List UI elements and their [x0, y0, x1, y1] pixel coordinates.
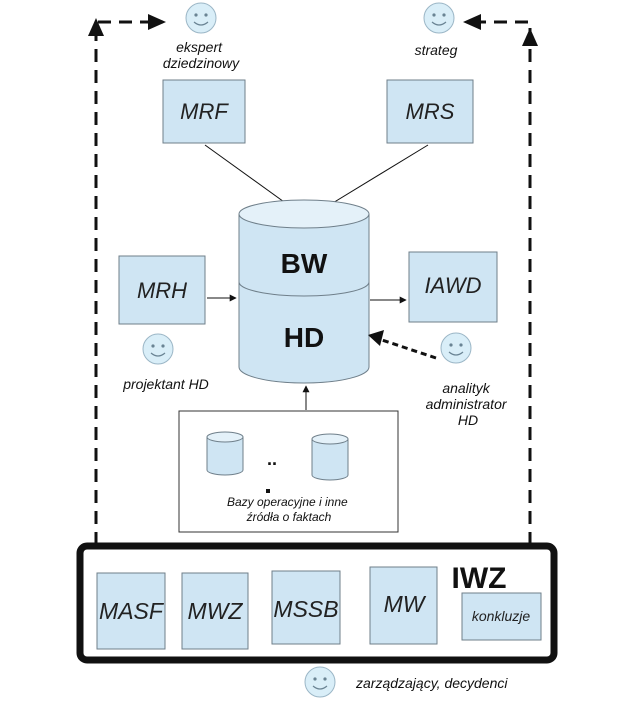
mwz-module-box [181, 572, 249, 650]
strateg-role-label: strateg [415, 42, 458, 58]
sources-dot [266, 489, 270, 493]
zarzadzajacy-role-label: zarządzający, decydenci [355, 675, 508, 691]
warehouse-bw-label: BW [281, 248, 328, 279]
sources-caption: Bazy operacyjne i inne źródła o faktach [227, 495, 351, 524]
analityk-smiley-icon [440, 332, 472, 364]
konkluzje-label: konkluzje [472, 608, 531, 624]
source-database-icon-1 [206, 431, 244, 476]
projektant-role-label: projektant HD [122, 376, 209, 392]
left-feedback-loop [94, 20, 163, 545]
right-loop-arrow-left [463, 14, 481, 30]
iawd-label: IAWD [424, 273, 481, 298]
projektant-smiley-icon [142, 333, 174, 365]
mrs-module-box [386, 79, 474, 144]
analityk-role-label: analityk administrator HD [426, 380, 511, 428]
mrf-label: MRF [180, 99, 229, 124]
analityk-arrow-head [368, 330, 384, 346]
strateg-smiley-icon [423, 2, 455, 34]
mw-label: MW [384, 591, 427, 617]
mssb-module-box [271, 570, 341, 645]
masf-label: MASF [99, 598, 165, 624]
ekspert-role-label: ekspert dziedzinowy [163, 39, 240, 71]
right-feedback-loop [468, 20, 532, 545]
ekspert-smiley-icon [185, 2, 217, 34]
analityk-to-warehouse-arrow [375, 336, 437, 360]
mrs-label: MRS [406, 99, 455, 124]
warehouse-hd-label: HD [284, 322, 324, 353]
konkluzje-module-box [461, 592, 542, 641]
source-database-icon-2 [311, 433, 349, 481]
mw-module-box [369, 566, 438, 645]
mrh-module-box [118, 255, 206, 325]
sources-ellipsis: .. [267, 449, 277, 469]
left-loop-arrow-up [88, 18, 104, 36]
mrh-label: MRH [137, 278, 187, 303]
mrs-to-warehouse-arrow [317, 144, 429, 213]
masf-module-box [96, 572, 166, 650]
mssb-label: MSSB [273, 596, 338, 622]
mrf-module-box [162, 79, 246, 144]
data-warehouse-cylinder [238, 199, 370, 384]
iwz-title: IWZ [452, 562, 507, 595]
right-loop-arrow-up [522, 28, 538, 46]
left-loop-arrow-right [148, 14, 166, 30]
mwz-label: MWZ [188, 598, 244, 624]
iawd-module-box [408, 251, 498, 323]
zarzadzajacy-smiley-icon [304, 666, 336, 698]
